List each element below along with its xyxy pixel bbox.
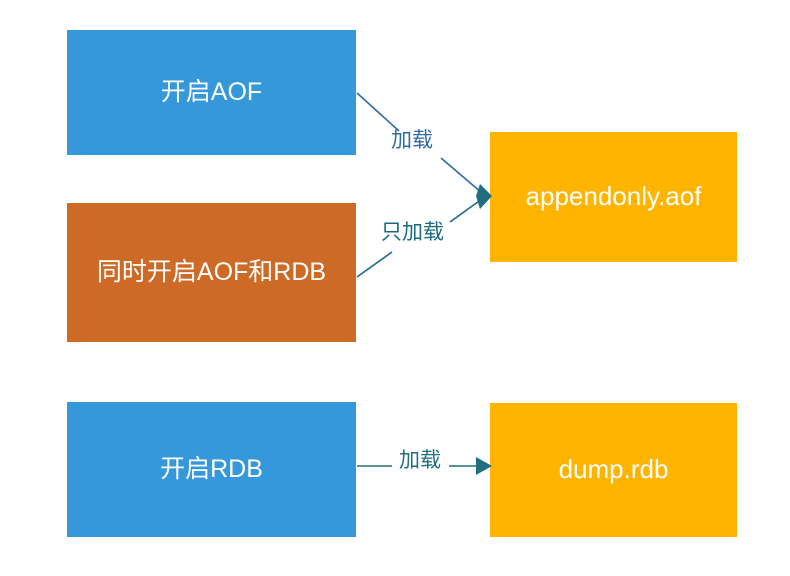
node-open-aof[interactable]: 开启AOF	[67, 30, 356, 155]
node-appendonly-aof-label: appendonly.aof	[525, 181, 702, 212]
node-appendonly-aof[interactable]: appendonly.aof	[490, 132, 737, 262]
edge-open-aof-rdb-to-appendonly-line-2	[449, 198, 483, 223]
node-open-aof-label: 开启AOF	[160, 78, 263, 107]
edge-label-load-aof: 加载	[391, 129, 433, 152]
node-open-aof-and-rdb-label: 同时开启AOF和RDB	[96, 258, 327, 287]
edge-open-aof-rdb-to-appendonly-line	[356, 251, 393, 278]
edge-label-load-rdb: 加载	[396, 450, 444, 471]
edge-open-aof-to-appendonly-line-2	[440, 157, 483, 194]
node-open-aof-and-rdb[interactable]: 同时开启AOF和RDB	[67, 203, 356, 342]
node-open-rdb-label: 开启RDB	[160, 455, 263, 484]
node-open-rdb[interactable]: 开启RDB	[67, 402, 356, 537]
edge-open-aof-to-appendonly-line	[356, 92, 400, 132]
node-dump-rdb-label: dump.rdb	[558, 454, 669, 485]
node-dump-rdb[interactable]: dump.rdb	[490, 403, 737, 537]
edge-label-only-load: 只加载	[381, 221, 444, 244]
